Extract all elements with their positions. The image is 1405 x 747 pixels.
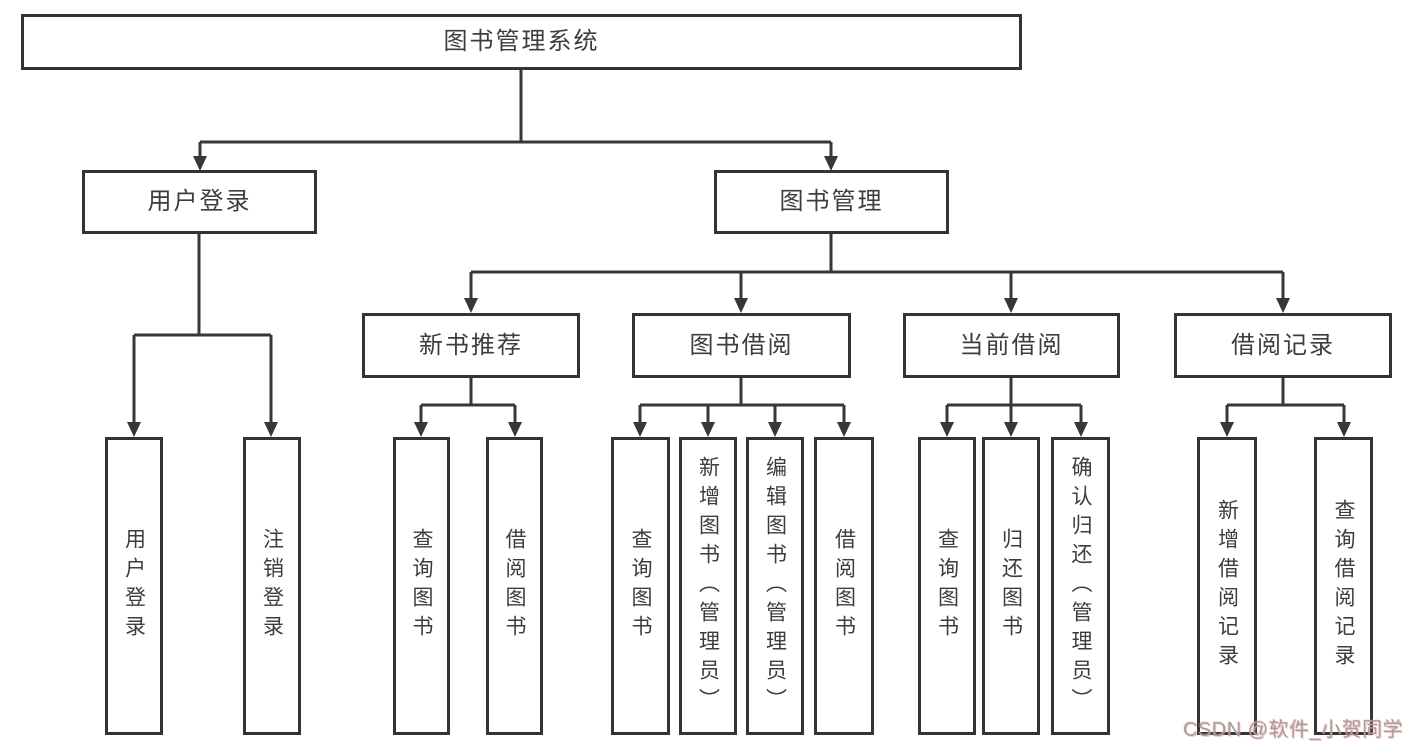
node-label: 编辑图书（管理员） (763, 455, 787, 717)
node-label: 新书推荐 (419, 331, 523, 359)
arrowheads (127, 156, 1351, 437)
leaf-return-book: 归还图书 (982, 437, 1040, 735)
csdn-watermark: CSDN @软件_小贺同学 (1183, 719, 1404, 741)
node-label: 新增借阅记录 (1215, 499, 1239, 673)
node-label: 注销登录 (260, 528, 284, 644)
node-label: 查询图书 (629, 528, 652, 644)
node-label: 确认归还（管理员） (1069, 455, 1092, 717)
node-label: 用户登录 (147, 188, 252, 215)
node-label: 借阅图书 (832, 528, 856, 644)
node-label: 查询图书 (935, 528, 959, 644)
leaf-logout: 注销登录 (243, 437, 301, 735)
node-label: 查询图书 (410, 528, 433, 644)
node-label: 归还图书 (999, 528, 1023, 644)
node-book-management: 图书管理 (714, 170, 949, 234)
node-user-login: 用户登录 (82, 170, 317, 234)
node-label: 图书管理 (779, 188, 884, 215)
node-current-borrowing: 当前借阅 (903, 313, 1120, 378)
leaf-user-login: 用户登录 (105, 437, 163, 735)
node-label: 用户登录 (122, 528, 146, 644)
leaf-query-borrow-record: 查询借阅记录 (1314, 437, 1373, 735)
node-label: 当前借阅 (959, 331, 1064, 359)
node-label: 借阅记录 (1231, 331, 1335, 359)
node-library-management-system: 图书管理系统 (21, 14, 1022, 70)
leaf-confirm-return-admin: 确认归还（管理员） (1051, 437, 1110, 735)
leaf-add-book-admin: 新增图书（管理员） (679, 437, 737, 735)
leaf-borrow-books-borrowing: 借阅图书 (814, 437, 874, 735)
leaf-add-borrow-record: 新增借阅记录 (1197, 437, 1257, 735)
node-new-book-recommendation: 新书推荐 (362, 313, 580, 378)
leaf-query-books-borrowing: 查询图书 (611, 437, 670, 735)
node-book-borrowing: 图书借阅 (632, 313, 851, 378)
node-label: 图书借阅 (689, 331, 794, 359)
node-label: 查询借阅记录 (1332, 499, 1355, 673)
leaf-query-books-current: 查询图书 (918, 437, 976, 735)
leaf-edit-book-admin: 编辑图书（管理员） (746, 437, 804, 735)
node-label: 借阅图书 (503, 528, 526, 644)
node-borrowing-records: 借阅记录 (1174, 313, 1392, 378)
node-label: 图书管理系统 (443, 28, 600, 55)
leaf-query-books-recommend: 查询图书 (393, 437, 450, 735)
node-label: 新增图书（管理员） (696, 455, 720, 717)
leaf-borrow-books-recommend: 借阅图书 (486, 437, 543, 735)
